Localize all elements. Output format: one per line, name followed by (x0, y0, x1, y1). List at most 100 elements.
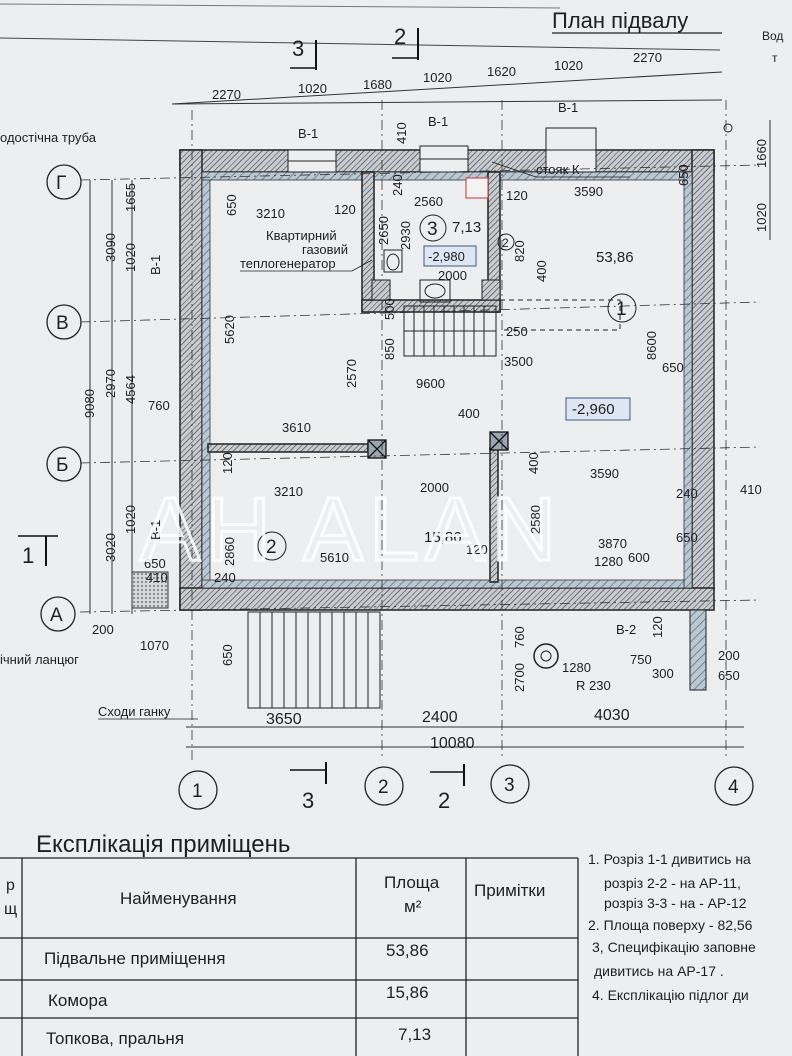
explication-rows: Підвальне приміщення 53,86 Комора 15,86 … (44, 941, 431, 1048)
downpipe-icon (723, 123, 733, 133)
svg-text:м²: м² (404, 897, 422, 916)
svg-text:В: В (56, 313, 69, 334)
toilet-icon (383, 249, 403, 273)
table-row-area: 7,13 (398, 1025, 431, 1044)
boiler-label-2: газовий (302, 242, 348, 257)
svg-text:4564: 4564 (123, 375, 138, 404)
svg-text:2970: 2970 (103, 369, 118, 398)
svg-text:4: 4 (728, 777, 739, 798)
watermark: AH ALAN (140, 480, 562, 580)
svg-text:2860: 2860 (222, 537, 237, 566)
plan-title: План підвалу (552, 8, 688, 33)
svg-text:1020: 1020 (123, 243, 138, 272)
svg-text:-2,980: -2,980 (428, 249, 465, 264)
svg-text:3590: 3590 (590, 466, 619, 481)
room-3: 3 7,13 -2,980 (419, 214, 481, 267)
section-mark-1-left: 1 (18, 535, 58, 568)
svg-text:1280: 1280 (594, 554, 623, 569)
svg-text:3: 3 (427, 219, 438, 240)
window-openings (287, 127, 597, 173)
axis-col-2: 2 (364, 766, 404, 806)
svg-text:2: 2 (502, 236, 509, 250)
svg-text:3: 3 (292, 36, 304, 61)
axis-col-3: 3 (490, 764, 530, 804)
window-marks: B-1 B-1 B-1 B-1 B-1 B-2 (148, 100, 636, 637)
svg-text:750: 750 (630, 652, 652, 667)
bottom-dimension-labels: 3650 2400 4030 10080 (266, 707, 630, 752)
left-dimension-chains (89, 180, 133, 614)
inner-partitions (207, 171, 501, 583)
svg-text:3: 3 (504, 775, 515, 796)
svg-text:650: 650 (224, 194, 239, 216)
svg-text:B-1: B-1 (428, 114, 448, 129)
axis-row-A: А (40, 596, 76, 632)
svg-text:3, Специфікацію заповне: 3, Специфікацію заповне (592, 939, 756, 955)
drain-well-icon (533, 643, 559, 669)
right-side-wall-stub (689, 609, 707, 691)
door-2-tag: 2 (497, 233, 515, 251)
svg-text:1020: 1020 (123, 505, 138, 534)
svg-text:600: 600 (628, 550, 650, 565)
svg-text:2270: 2270 (212, 87, 241, 102)
svg-text:5610: 5610 (320, 550, 349, 565)
axis-row-V: В (46, 304, 82, 340)
svg-text:А: А (50, 605, 63, 626)
svg-text:3590: 3590 (574, 184, 603, 199)
svg-text:53,86: 53,86 (596, 249, 634, 266)
svg-text:9600: 9600 (416, 376, 445, 391)
svg-text:розріз 2-2 - на АР-11,: розріз 2-2 - на АР-11, (604, 875, 741, 891)
svg-text:400: 400 (458, 406, 480, 421)
svg-text:Найменування: Найменування (120, 889, 237, 908)
radius-label: R 230 (576, 678, 611, 693)
svg-text:5620: 5620 (222, 315, 237, 344)
svg-text:400: 400 (526, 452, 541, 474)
axis-row-G: Г (46, 164, 82, 200)
interior-staircase (403, 299, 621, 357)
svg-text:410: 410 (394, 122, 409, 144)
inner-dimension-labels: 3210 120 2560 120 3590 2650 2930 2000 82… (144, 122, 762, 692)
boiler-label-3: теплогенератор (240, 256, 336, 271)
svg-text:200: 200 (718, 648, 740, 663)
svg-text:1680: 1680 (363, 77, 392, 92)
svg-text:2: 2 (394, 24, 406, 49)
svg-text:650: 650 (718, 668, 740, 683)
svg-text:500: 500 (382, 298, 397, 320)
svg-text:3020: 3020 (103, 533, 118, 562)
svg-text:8600: 8600 (644, 331, 659, 360)
svg-text:B-1: B-1 (148, 255, 163, 275)
washbasin-icon (419, 279, 451, 303)
section-mark-3-bottom: 3 (290, 762, 327, 813)
downpipe-right-label: Вод (762, 29, 783, 43)
explication-header: р щ Найменування Площа м² Примітки (4, 873, 545, 918)
svg-text:2650: 2650 (376, 216, 391, 245)
svg-text:120: 120 (334, 202, 356, 217)
svg-text:250: 250 (506, 324, 528, 339)
svg-text:400: 400 (534, 260, 549, 282)
svg-text:2580: 2580 (528, 505, 543, 534)
svg-text:B-1: B-1 (148, 520, 163, 540)
table-row-area: 15,86 (386, 983, 429, 1002)
boiler-icon (465, 177, 489, 199)
svg-text:650: 650 (676, 530, 698, 545)
svg-text:650: 650 (662, 360, 684, 375)
svg-text:2400: 2400 (422, 709, 458, 726)
exterior-walls (179, 149, 715, 611)
svg-text:р: р (6, 877, 15, 894)
porch-stairs-label: Сходи ганку (98, 704, 171, 719)
svg-text:2. Площа поверху - 82,56: 2. Площа поверху - 82,56 (588, 917, 753, 933)
svg-text:1. Розріз 1-1 дивитись на: 1. Розріз 1-1 дивитись на (588, 851, 751, 867)
svg-text:650: 650 (144, 556, 166, 571)
downpipe-left-label: одостічна труба (0, 130, 97, 145)
svg-text:650: 650 (676, 164, 691, 186)
svg-text:120: 120 (650, 616, 665, 638)
svg-text:3610: 3610 (282, 420, 311, 435)
svg-text:120: 120 (220, 452, 235, 474)
section-mark-3-top: 3 (290, 36, 317, 70)
columns (367, 431, 509, 459)
svg-text:2560: 2560 (414, 194, 443, 209)
svg-text:3210: 3210 (256, 206, 285, 221)
svg-text:1: 1 (22, 543, 34, 568)
grid-axes (79, 100, 761, 760)
riser-label: стояк К (536, 162, 580, 177)
